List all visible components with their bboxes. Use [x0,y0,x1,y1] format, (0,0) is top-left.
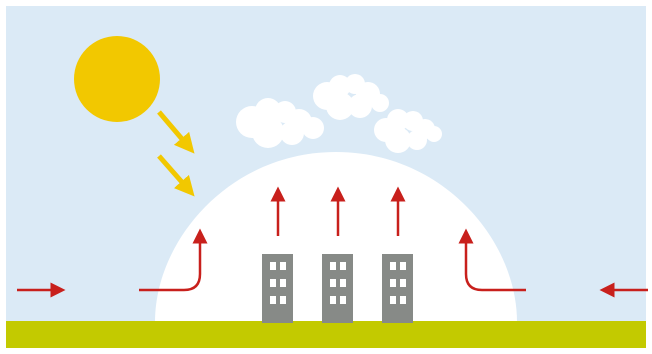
building-window [270,262,276,270]
building-window [270,279,276,287]
building-window [390,279,396,287]
building-window [400,279,406,287]
sun-icon [74,36,160,122]
building-window [330,262,336,270]
building-window [400,296,406,304]
building-window [270,296,276,304]
building-window [400,262,406,270]
building-window [280,279,286,287]
building-window [390,262,396,270]
building-window [330,296,336,304]
building-icon [322,254,353,323]
building-window [280,296,286,304]
building-window [280,262,286,270]
buildings [262,254,413,323]
building-window [390,296,396,304]
building-icon [382,254,413,323]
building-window [340,296,346,304]
building-window [340,262,346,270]
building-icon [262,254,293,323]
building-window [340,279,346,287]
ground [6,321,646,348]
building-window [330,279,336,287]
